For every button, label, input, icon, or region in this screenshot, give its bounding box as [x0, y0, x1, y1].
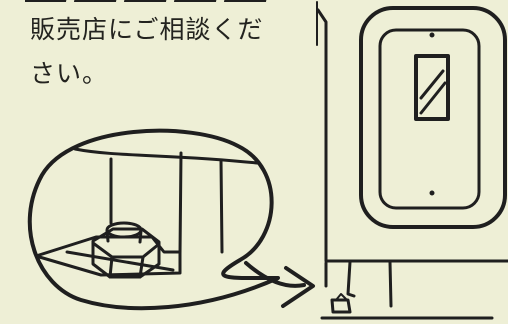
magnified-base-plate: [34, 235, 182, 277]
magnified-bolt-side: [105, 229, 143, 244]
leveling-foot-small-top: [335, 293, 348, 301]
switch-plate-outer: [359, 6, 507, 229]
magnified-base-floor: [65, 250, 175, 272]
appliance-leg-right: [388, 260, 393, 308]
switch-rocker-stripe-a: [419, 69, 445, 100]
magnified-view-top-edge: [73, 147, 259, 165]
appliance-leg-left: [346, 260, 356, 298]
appliance-side-panel: [316, 8, 508, 263]
magnified-nut-side-c: [138, 255, 145, 279]
callout-arrow-tail: [244, 261, 306, 288]
switch-screw-bottom: [429, 190, 435, 196]
switch-rocker-stripe-b: [419, 81, 447, 115]
switch-rocker: [414, 54, 450, 121]
magnified-leg-right: [219, 158, 224, 254]
magnified-nut-hex: [91, 227, 161, 279]
magnified-nut-side-b: [108, 255, 114, 279]
instruction-line-1: 販売店にご相談くだ: [30, 15, 264, 44]
instruction-line-2: さい。: [30, 59, 109, 88]
instruction-note: 販売店にご相談くだ さい。: [30, 8, 300, 96]
magnified-nut-side-a: [91, 241, 161, 259]
magnified-leg-middle: [178, 151, 183, 256]
switch-screw-top: [429, 32, 435, 38]
switch-plate-inner: [378, 28, 481, 210]
callout-arrow-head: [281, 266, 315, 308]
leveling-foot-small: [330, 298, 352, 314]
magnified-view-bubble: [27, 128, 280, 311]
